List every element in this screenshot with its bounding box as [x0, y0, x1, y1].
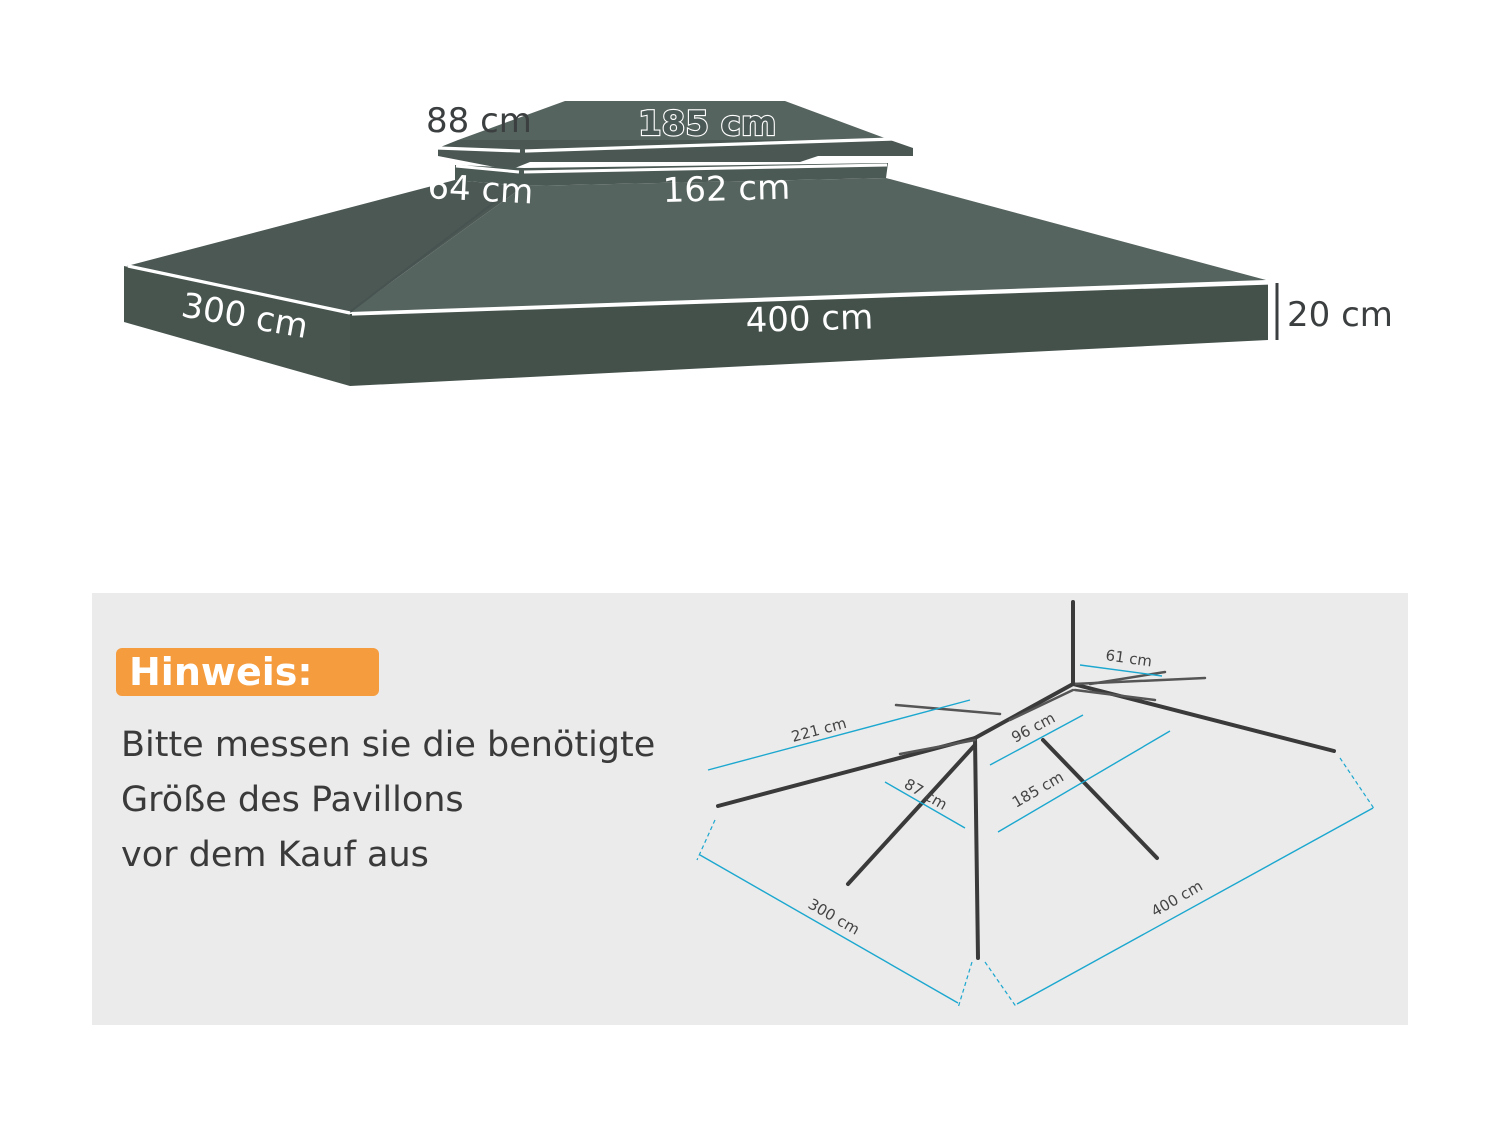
canopy-main-roof-side: [127, 180, 524, 312]
frame-leg-left: [846, 743, 977, 886]
top-tier-width-label: 185 cm: [638, 104, 776, 144]
measure-ext-depth-left: [696, 819, 716, 861]
hint-text: Bitte messen sie die benötigte Größe des…: [121, 718, 701, 883]
canopy-valance-front: [350, 283, 1268, 386]
hint-badge: Hinweis:: [116, 648, 379, 696]
measure-line-rafter-long: [707, 699, 971, 771]
top-tier-depth-label: 88 cm: [426, 101, 532, 141]
frame-rafter-back-left: [894, 703, 1002, 716]
canopy-lower-tier: [455, 163, 888, 186]
measure-line-rafter-short: [884, 781, 966, 829]
roof-hip-seam: [349, 197, 501, 313]
top-tier-piping-front: [524, 137, 894, 153]
valance-piping-side: [127, 264, 351, 315]
frame-cross-bar: [1088, 670, 1167, 686]
lower-tier-width-label: 162 cm: [662, 168, 791, 211]
frame-rafter-left-long: [716, 736, 977, 808]
top-tier-piping-side: [437, 146, 521, 153]
frame-side-bar-right: [1073, 688, 1157, 702]
valance-piping-front: [351, 281, 1269, 316]
hint-line-1: Bitte messen sie die benötigte: [121, 725, 656, 765]
canopy-illustration: 88 cm 185 cm 64 cm 162 cm 300 cm 400 cm …: [124, 101, 1393, 386]
measure-ext-depth-right: [957, 961, 973, 1009]
frame-side-bar-left: [898, 738, 977, 756]
canopy-top-tier-flap: [438, 140, 913, 170]
hint-line-2: Größe des Pavillons: [121, 780, 464, 820]
canopy-valance-side: [124, 266, 350, 386]
measure-line-top-link: [989, 714, 1084, 766]
canopy-top-tier-roof: [458, 101, 890, 140]
lower-tier-piping-side: [455, 164, 520, 174]
measure-line-mid: [997, 730, 1171, 833]
measure-line-width: [1016, 807, 1374, 1005]
lower-tier-depth-label: 64 cm: [427, 167, 535, 212]
measure-ext-width-left: [984, 961, 1018, 1009]
base-width-label: 400 cm: [745, 297, 874, 341]
frame-ridge-bar: [1008, 688, 1075, 722]
measure-ext-width-right: [1339, 757, 1376, 811]
measure-line-depth: [699, 854, 959, 1004]
frame-ridge-link: [973, 682, 1075, 740]
frame-label-mid: 185 cm: [1009, 768, 1067, 812]
canopy-main-roof-front: [350, 178, 1266, 312]
measure-line-ridge: [1079, 664, 1163, 677]
frame-leg-right: [1041, 738, 1159, 860]
frame-label-ridge: 61 cm: [1104, 646, 1153, 670]
base-height-label: 20 cm: [1287, 295, 1393, 335]
hint-line-3: vor dem Kauf aus: [121, 835, 429, 875]
frame-leg-front: [973, 736, 980, 960]
frame-label-width: 400 cm: [1148, 877, 1206, 921]
lower-tier-piping: [523, 163, 888, 174]
